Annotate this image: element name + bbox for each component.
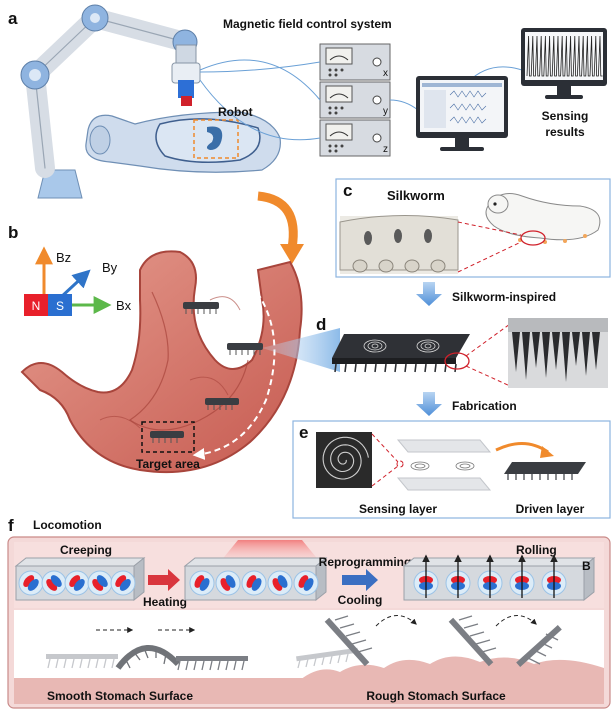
magnetic-system-title: Magnetic field control system	[223, 17, 392, 31]
sensing-zoom-lines	[371, 433, 404, 487]
magnet-particle	[41, 570, 67, 596]
sensing-layer-label: Sensing layer	[359, 502, 437, 516]
heating-label: Heating	[143, 595, 187, 609]
magnet-particle	[189, 570, 215, 596]
control-unit-y: y	[319, 81, 391, 119]
spiral-coil	[322, 436, 369, 480]
magnet-particle	[64, 570, 90, 596]
creeping-robot-ghost	[46, 654, 118, 669]
sensing-results-line2: results	[545, 125, 585, 139]
rolling-robot-tilted-3	[516, 625, 562, 667]
silkworm-label: Silkworm	[387, 188, 445, 203]
stomach-surface	[14, 656, 604, 704]
rolling-robot-tilted-2	[448, 615, 497, 667]
panel-label-d: d	[316, 315, 326, 334]
spiral-photo	[316, 432, 372, 488]
zoom-arrow-head	[280, 244, 304, 264]
microstructure-photo	[508, 318, 608, 388]
sensing-results-line1: Sensing	[542, 109, 589, 123]
magnet-particle	[215, 570, 241, 596]
control-unit-x: x	[319, 43, 391, 81]
rolling-robot-tilted-1	[324, 615, 373, 667]
sensing-signal-wave	[526, 35, 603, 77]
silkworm-inspired-label: Silkworm-inspired	[452, 290, 556, 304]
magnet-particle	[267, 570, 293, 596]
panel-label-e: e	[299, 423, 308, 442]
robot-in-stomach-2	[227, 343, 263, 355]
magnet-particle	[87, 570, 113, 596]
axis-y-label: y	[383, 106, 388, 117]
heating-arrow	[148, 569, 180, 591]
creeping-robot-flat	[176, 656, 248, 671]
robot-arm-illustration	[20, 4, 201, 199]
robot-in-stomach-3	[205, 398, 239, 410]
magnetic-axes: Bz By Bx N S	[24, 246, 132, 316]
computer-monitor	[416, 76, 508, 151]
heated-magnets	[189, 570, 319, 596]
robot-device-3d	[332, 334, 470, 373]
robot-in-stomach-1	[183, 302, 219, 314]
roll-motion-arrow-2	[495, 615, 537, 627]
axis-z-label: z	[383, 144, 388, 155]
creeping-label: Creeping	[60, 543, 112, 557]
down-arrow-d-to-e	[416, 392, 442, 416]
magnet-particle	[18, 570, 44, 596]
magnet-south-label: S	[56, 299, 64, 313]
smooth-surface-label: Smooth Stomach Surface	[47, 689, 193, 703]
rough-surface-label: Rough Stomach Surface	[366, 689, 506, 703]
magnify-cone	[262, 328, 340, 372]
bz-label: Bz	[56, 250, 71, 265]
robot-label: Robot	[218, 105, 253, 119]
locomotion-label: Locomotion	[33, 518, 102, 532]
target-area-label: Target area	[136, 457, 200, 471]
bx-label: Bx	[116, 298, 132, 313]
heating-beam	[220, 540, 320, 562]
silkworm-illustration	[485, 193, 601, 246]
panel-label-c: c	[343, 181, 352, 200]
layer-transfer-arrow-head	[540, 446, 554, 458]
creeping-magnets	[18, 570, 136, 596]
panel-label-f: f	[8, 516, 14, 535]
panel-label-b: b	[8, 223, 18, 242]
down-arrow-c-to-d	[416, 282, 442, 306]
magnet-particle	[110, 570, 136, 596]
rolling-label: Rolling	[516, 543, 557, 557]
by-label: By	[102, 260, 118, 275]
magnet-north-label: N	[32, 299, 41, 313]
axis-x-label: x	[383, 68, 388, 79]
reprogramming-arrow	[342, 569, 378, 591]
sensing-results-monitor	[521, 28, 607, 99]
magnet-particle	[241, 570, 267, 596]
creeping-robot-arched	[115, 645, 181, 670]
control-unit-z: z	[319, 119, 391, 157]
silkworm-closeup-photo	[339, 214, 459, 274]
driven-layer-label: Driven layer	[516, 502, 585, 516]
cooling-label: Cooling	[338, 593, 383, 607]
b-field-label: B	[582, 559, 591, 573]
device-zoom-lines	[465, 323, 511, 387]
zoom-arrow	[257, 191, 298, 249]
reprogramming-label: Reprogramming	[319, 555, 412, 569]
fabrication-label: Fabrication	[452, 399, 517, 413]
robot-in-stomach-4	[150, 431, 184, 443]
b-field-arrows	[422, 554, 558, 598]
driven-layer-illustration	[504, 462, 586, 480]
stomach-illustration	[20, 250, 303, 474]
rolling-robot-ghost	[296, 647, 359, 669]
magnet-particle	[293, 570, 319, 596]
silkworm-zoom-lines	[457, 221, 522, 273]
patient-body-illustration	[85, 111, 281, 173]
panel-label-a: a	[8, 9, 18, 28]
sensing-layer-illustration	[396, 439, 492, 491]
target-area-box	[141, 421, 195, 453]
roll-motion-arrow-1	[375, 615, 417, 627]
